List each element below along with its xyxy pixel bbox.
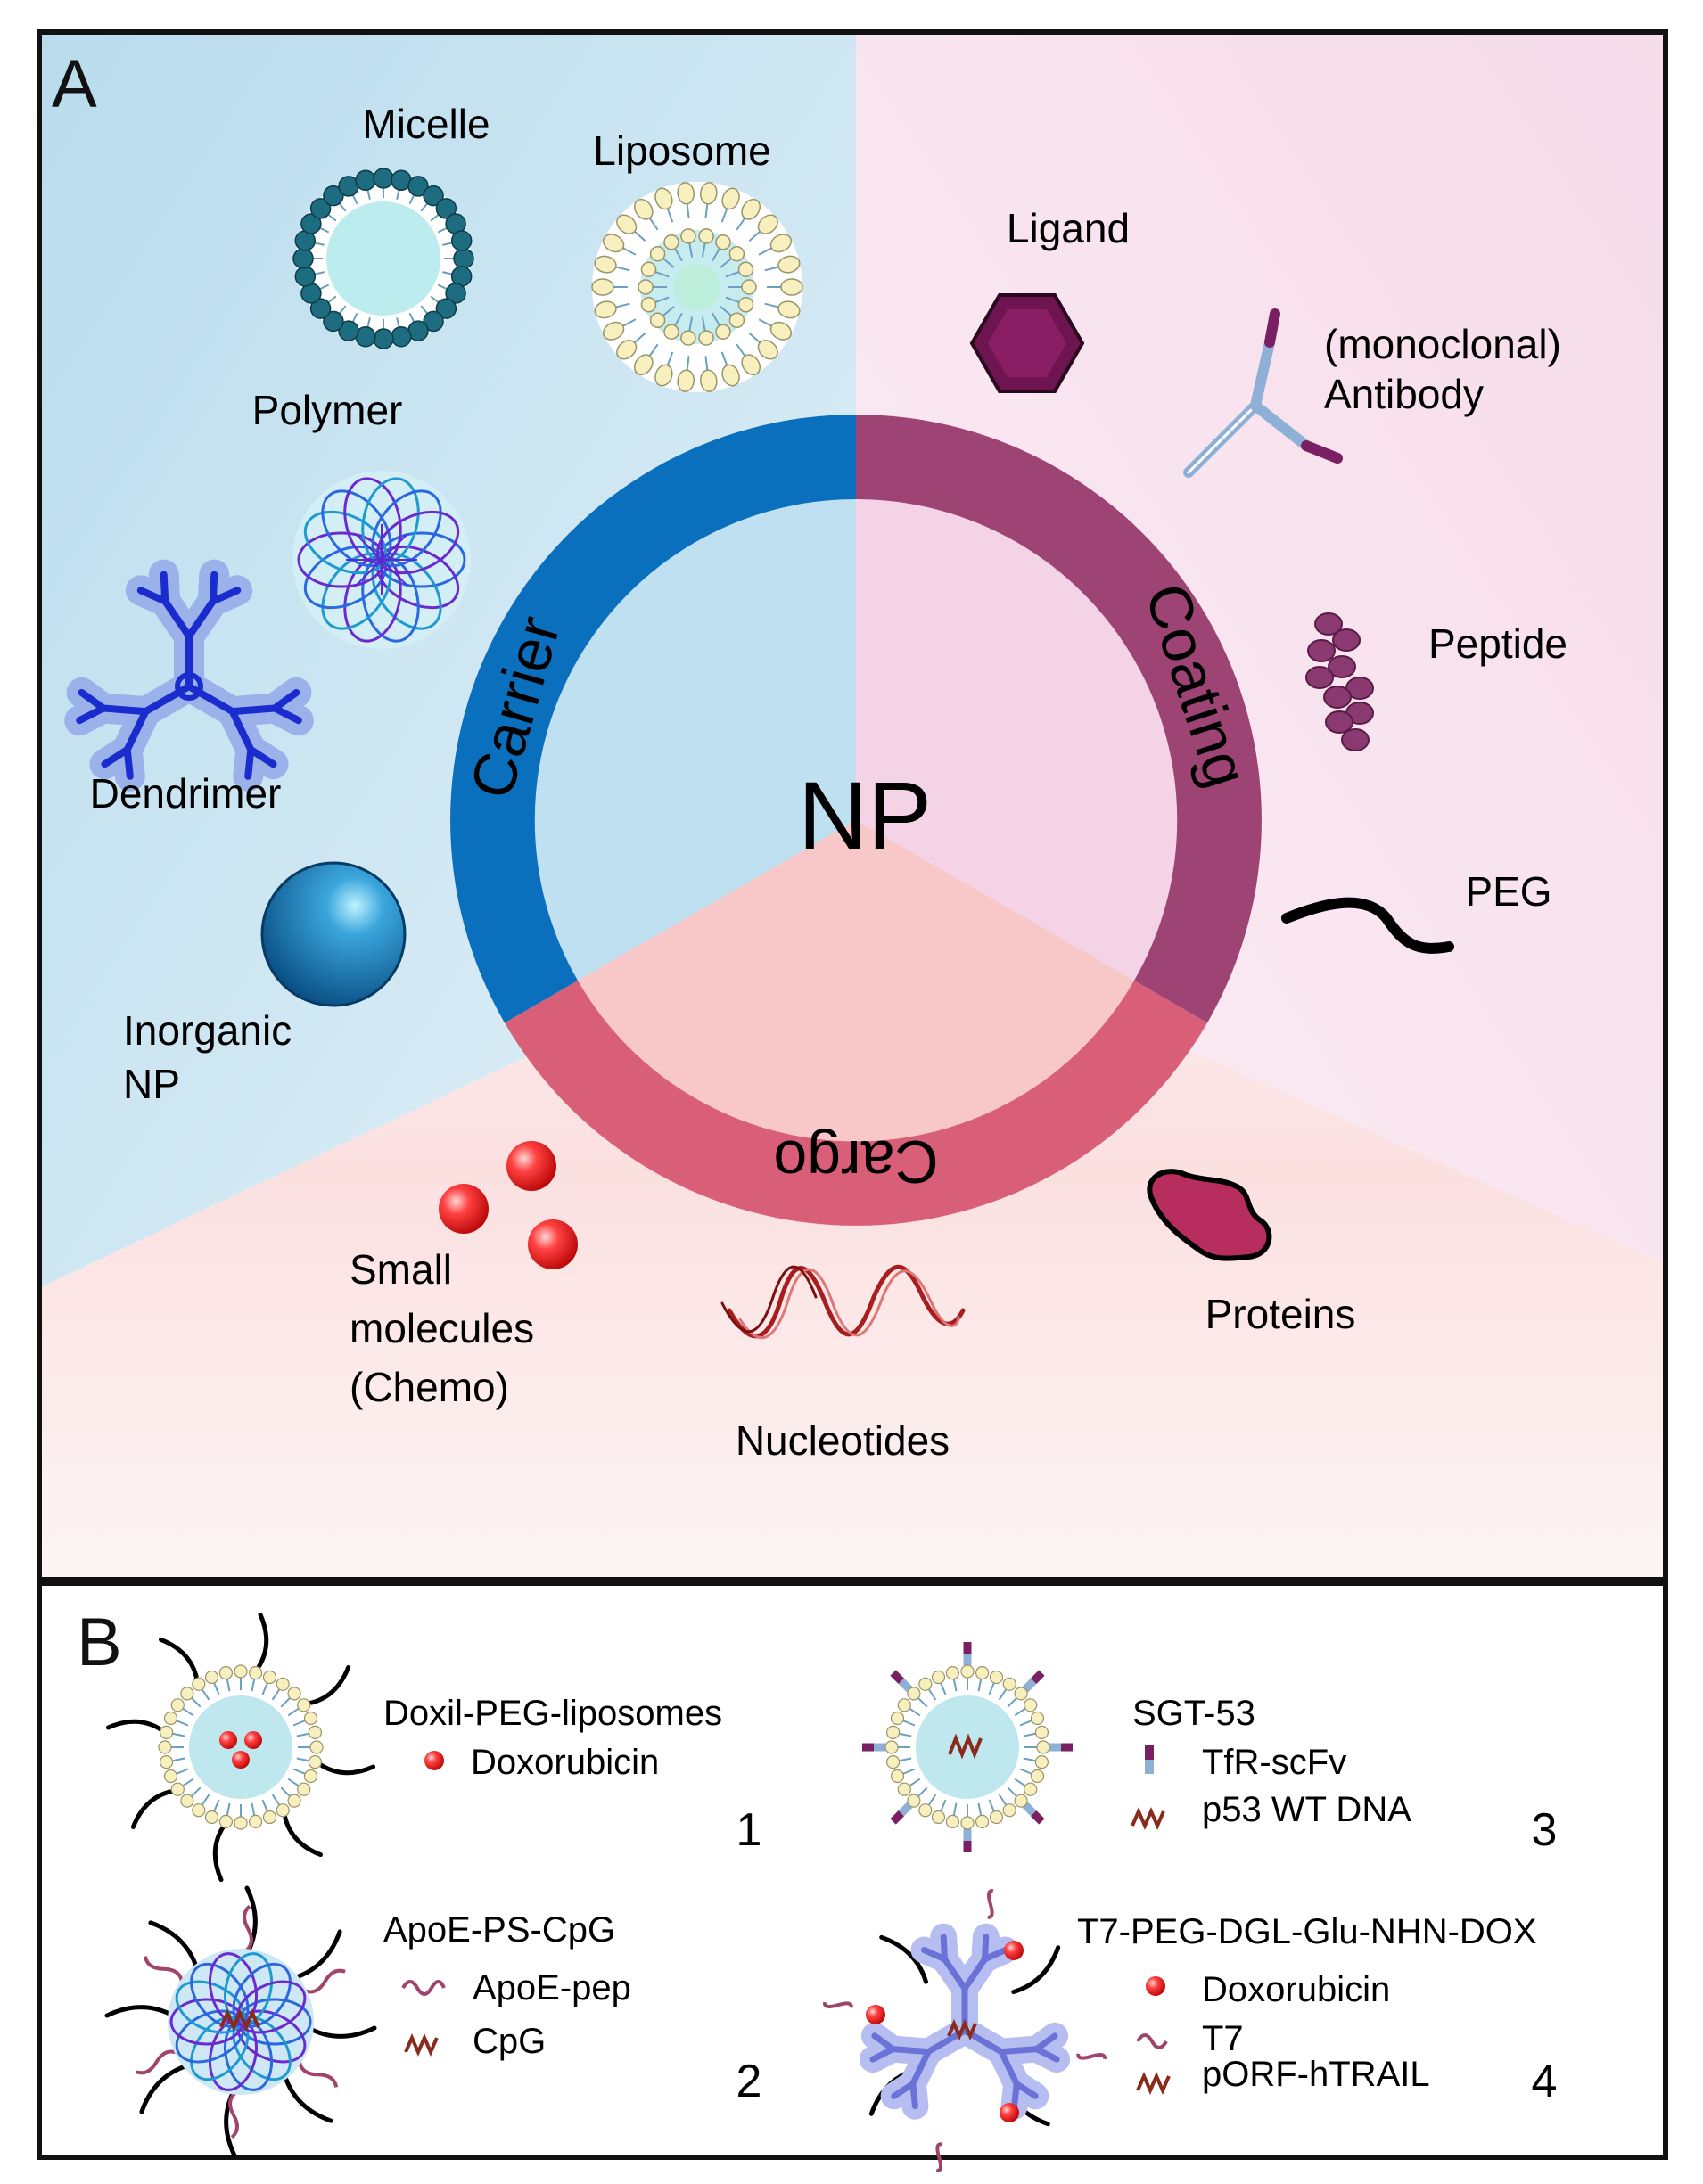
item2-number: 2 [736, 2056, 762, 2107]
liposome-icon [591, 182, 803, 392]
apoe-pep-legend-icon [401, 1980, 446, 1996]
inorganic-label-line2: NP [123, 1061, 180, 1107]
small-molecules-icon [439, 1141, 578, 1269]
item3-number: 3 [1532, 1804, 1558, 1856]
t7-dendrimer-icon [823, 1889, 1107, 2172]
p53-legend-icon [1131, 1807, 1165, 1830]
item4-legend-porf: pORF-hTRAIL [1202, 2055, 1430, 2094]
micelle-icon [292, 168, 474, 349]
item1-number: 1 [736, 1804, 762, 1856]
item3-legend-p53: p53 WT DNA [1202, 1790, 1411, 1829]
sgt53-liposome-icon [862, 1642, 1073, 1852]
tfr-scfv-legend-icon [1145, 1745, 1154, 1774]
doxorubicin-legend-dot-1 [424, 1751, 444, 1770]
item2-legend-cpg: CpG [473, 2022, 546, 2061]
panel-b-letter: B [77, 1605, 122, 1680]
item4-legend-t7: T7 [1202, 2019, 1244, 2058]
ligand-icon [969, 293, 1085, 393]
t7-legend-icon [1136, 2033, 1168, 2049]
antibody-label-line2: Antibody [1324, 371, 1484, 417]
doxil-liposome-icon [105, 1612, 376, 1883]
small-molecules-line1: Small [350, 1246, 452, 1293]
cpg-legend-icon [404, 2033, 439, 2057]
micelle-label: Micelle [362, 101, 490, 147]
ligand-label: Ligand [1007, 205, 1130, 251]
item4-title: T7-PEG-DGL-Glu-NHN-DOX [1077, 1912, 1537, 1951]
np-center-label: NP [798, 761, 932, 869]
ring-coating-segment [856, 415, 1262, 1023]
panel-a: A Carrier Coating Cargo NP Micelle [37, 29, 1668, 1582]
item2-title: ApoE-PS-CpG [383, 1910, 615, 1950]
peg-label: PEG [1465, 868, 1551, 915]
antibody-label-line1: (monoclonal) [1324, 321, 1561, 367]
dendrimer-icon [64, 559, 314, 792]
item3-title: SGT-53 [1132, 1694, 1255, 1733]
nucleotides-label: Nucleotides [736, 1417, 950, 1464]
ring-cargo-label: Cargo [773, 1128, 938, 1195]
doxorubicin-legend-dot-4 [1146, 1976, 1165, 1996]
peg-icon [1281, 897, 1454, 954]
inner-cargo [578, 820, 1134, 1142]
liposome-label: Liposome [593, 127, 770, 174]
inorganic-np-icon [260, 861, 407, 1007]
nucleotides-icon [720, 1265, 966, 1340]
panel-a-letter: A [52, 46, 97, 122]
np-ring: Carrier Coating Cargo NP [450, 415, 1262, 1226]
peptide-icon [1305, 612, 1374, 751]
polymer-icon [292, 471, 471, 649]
panel-a-border [37, 29, 1668, 1582]
item2-legend-apoe: ApoE-pep [473, 1968, 631, 2007]
small-molecules-line2: molecules [350, 1305, 534, 1351]
item4-number: 4 [1532, 2056, 1558, 2107]
polymer-label: Polymer [252, 387, 403, 433]
inner-carrier [534, 498, 856, 981]
ring-carrier-segment [450, 415, 856, 1023]
item1-legend-doxorubicin: Doxorubicin [471, 1743, 659, 1782]
panel-b-border [37, 1581, 1668, 2160]
apoe-polymer-icon [104, 1885, 377, 2158]
ring-cargo-segment [505, 981, 1207, 1226]
item3-legend-tfr: TfR-scFv [1202, 1743, 1346, 1782]
small-molecules-line3: (Chemo) [350, 1364, 509, 1410]
inorganic-label-line1: Inorganic [123, 1007, 292, 1054]
proteins-icon [1147, 1169, 1272, 1261]
antibody-icon [1183, 308, 1343, 478]
inner-coating [856, 498, 1178, 981]
item4-legend-doxorubicin: Doxorubicin [1202, 1970, 1390, 2009]
dendrimer-label: Dendrimer [90, 770, 282, 817]
porf-legend-icon [1136, 2072, 1171, 2095]
peptide-label: Peptide [1428, 620, 1567, 667]
item1-title: Doxil-PEG-liposomes [383, 1694, 722, 1733]
proteins-label: Proteins [1205, 1291, 1356, 1337]
cargo-region [39, 900, 1666, 1580]
panel-b: B Doxil-PEG-liposomes Doxorubicin 1 ApoE… [37, 1581, 1668, 2172]
